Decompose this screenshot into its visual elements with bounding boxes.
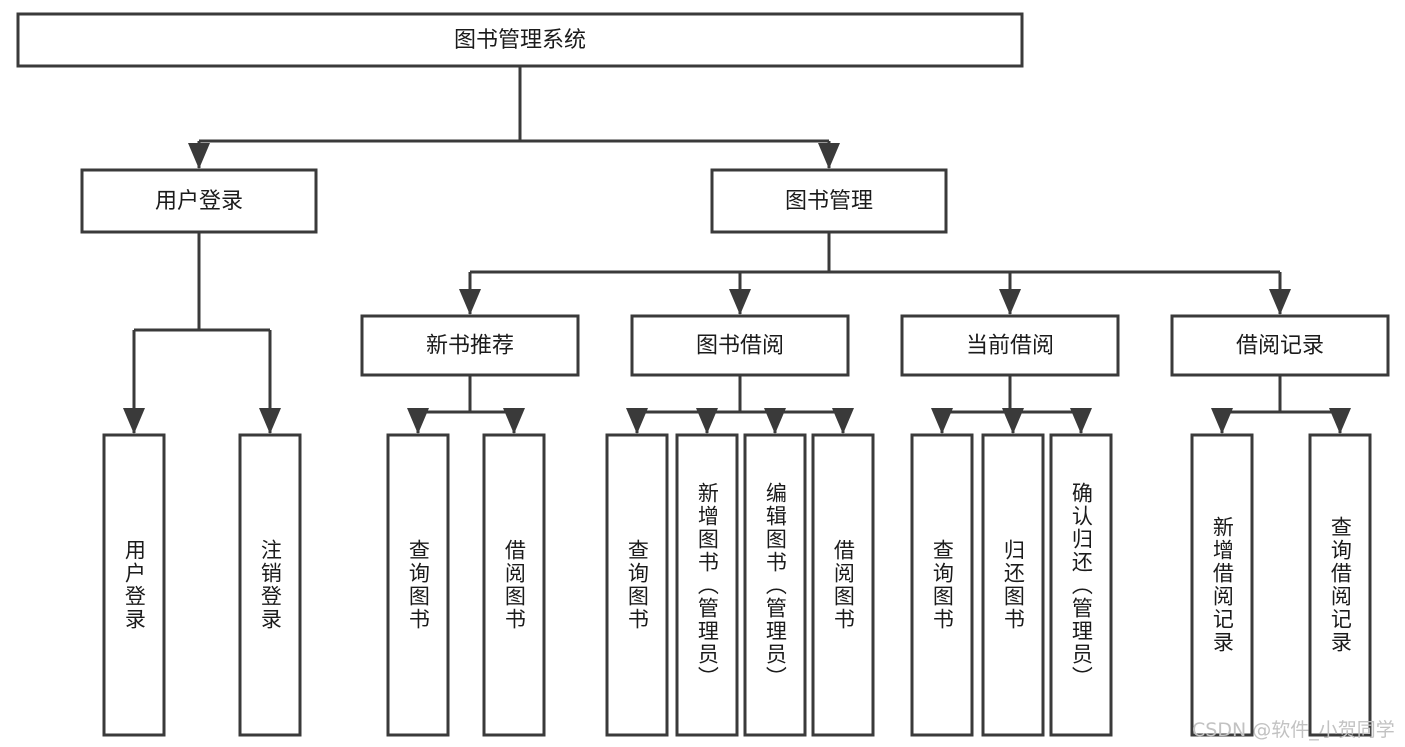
node-box-leaf-6[interactable] [743, 433, 807, 737]
node-box-leaf-5[interactable] [675, 433, 739, 737]
csdn-watermark: CSDN @软件_小贺同学 [1192, 719, 1395, 741]
node-box-leaf-11[interactable] [1190, 433, 1254, 737]
node-label-level3-0: 新书推荐 [426, 334, 514, 359]
node-box-root[interactable] [16, 12, 1024, 68]
arrowhead-icon [818, 143, 840, 169]
arrowhead-icon [729, 289, 751, 315]
node-label-level3-2: 当前借阅 [966, 334, 1054, 359]
node-label-level2-1: 图书管理 [785, 189, 873, 214]
arrowhead-icon [764, 408, 786, 434]
arrowhead-icon [259, 408, 281, 434]
arrowhead-icon [503, 408, 525, 434]
node-box-level3-2[interactable] [900, 314, 1120, 377]
arrowhead-icon [1002, 408, 1024, 434]
connector-layer [123, 66, 1351, 434]
node-box-leaf-7[interactable] [811, 433, 875, 737]
node-box-leaf-4[interactable] [605, 433, 669, 737]
arrowhead-icon [1329, 408, 1351, 434]
node-box-leaf-10[interactable] [1049, 433, 1113, 737]
arrowhead-icon [696, 408, 718, 434]
arrowhead-icon [931, 408, 953, 434]
arrowhead-icon [1211, 408, 1233, 434]
node-box-leaf-8[interactable] [910, 433, 974, 737]
node-box-level3-1[interactable] [630, 314, 850, 377]
arrowhead-icon [626, 408, 648, 434]
node-box-leaf-9[interactable] [981, 433, 1045, 737]
node-box-leaf-2[interactable] [386, 433, 450, 737]
node-label-level3-3: 借阅记录 [1236, 334, 1324, 359]
node-box-level2-0[interactable] [80, 168, 318, 234]
arrowhead-icon [832, 408, 854, 434]
arrowhead-icon [1070, 408, 1092, 434]
node-label-level2-0: 用户登录 [155, 189, 243, 214]
node-box-leaf-1[interactable] [238, 433, 302, 737]
node-box-leaf-3[interactable] [482, 433, 546, 737]
arrowhead-icon [123, 408, 145, 434]
arrowhead-icon [188, 143, 210, 169]
arrowhead-icon [999, 289, 1021, 315]
arrowhead-icon [459, 289, 481, 315]
node-label-level3-1: 图书借阅 [696, 334, 784, 359]
node-box-level2-1[interactable] [710, 168, 948, 234]
node-box-layer [16, 12, 1390, 737]
node-box-leaf-0[interactable] [102, 433, 166, 737]
node-box-level3-0[interactable] [360, 314, 580, 377]
node-label-root: 图书管理系统 [454, 28, 586, 53]
arrowhead-icon [407, 408, 429, 434]
node-box-level3-3[interactable] [1170, 314, 1390, 377]
node-box-leaf-12[interactable] [1308, 433, 1372, 737]
arrowhead-icon [1269, 289, 1291, 315]
